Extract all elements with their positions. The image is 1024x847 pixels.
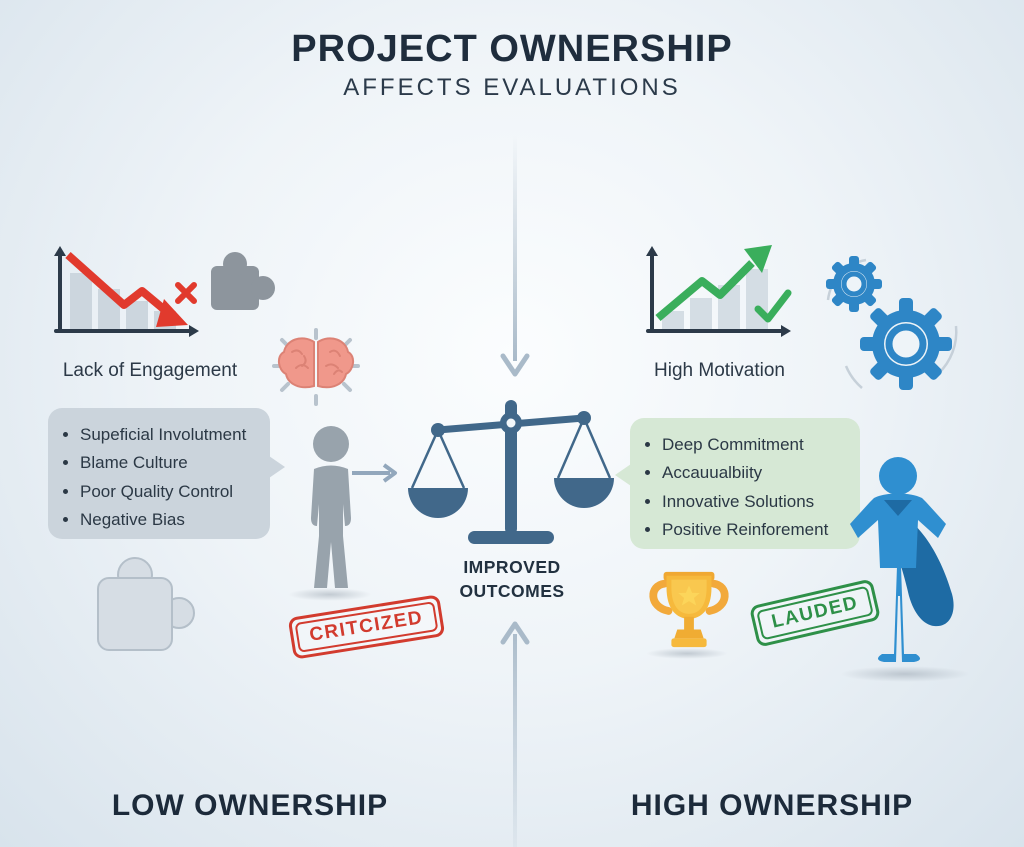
high-ownership-label: HIGH OWNERSHIP	[630, 789, 914, 822]
low-ownership-label: LOW OWNERSHIP	[111, 789, 389, 822]
right-arrow-icon	[352, 463, 397, 483]
left-chart-caption: Lack of Engagement	[62, 360, 238, 381]
list-item: Supeficial Involutment	[80, 423, 260, 446]
high-ownership-list: Deep Commitment Accauualbiity Innovative…	[644, 433, 850, 542]
right-chart-caption: High Motivation	[654, 360, 785, 381]
balance-scale-icon	[408, 400, 614, 544]
list-item: Accauualbiity	[662, 461, 850, 484]
trophy-shadow	[646, 648, 728, 659]
high-ownership-bubble: Deep Commitment Accauualbiity Innovative…	[615, 418, 860, 549]
page-title: PROJECT OWNERSHIP AFFECTS EVALUATIONS	[0, 28, 1024, 102]
person-shadow	[288, 588, 372, 601]
rising-chart-icon	[646, 245, 792, 337]
list-item: Positive Reinforement	[662, 518, 850, 541]
low-ownership-bubble: Supeficial Involutment Blame Culture Poo…	[48, 408, 285, 539]
declining-chart-icon	[54, 246, 199, 337]
improved-outcomes-label: IMPROVED OUTCOMES	[427, 556, 597, 603]
low-ownership-list: Supeficial Involutment Blame Culture Poo…	[62, 423, 260, 532]
title-line2: AFFECTS EVALUATIONS	[343, 74, 681, 101]
brain-icon	[272, 328, 360, 406]
person-icon	[311, 426, 351, 588]
list-item: Innovative Solutions	[662, 490, 850, 513]
up-arrow-icon	[500, 621, 530, 847]
puzzle-piece-outline-icon	[97, 557, 195, 651]
outcome-line1: IMPROVED	[463, 557, 561, 577]
criticized-stamp: CRITCIZED	[287, 594, 446, 660]
trophy-icon	[649, 571, 729, 648]
list-item: Poor Quality Control	[80, 480, 260, 503]
gears-icon	[826, 256, 958, 390]
superhero-icon	[850, 457, 954, 662]
list-item: Negative Bias	[80, 508, 260, 531]
down-arrow-icon	[500, 135, 530, 377]
outcome-line2: OUTCOMES	[459, 580, 565, 601]
title-line1: PROJECT OWNERSHIP	[291, 28, 733, 70]
list-item: Deep Commitment	[662, 433, 850, 456]
puzzle-piece-icon	[211, 252, 275, 310]
list-item: Blame Culture	[80, 451, 260, 474]
superhero-shadow	[840, 666, 970, 682]
